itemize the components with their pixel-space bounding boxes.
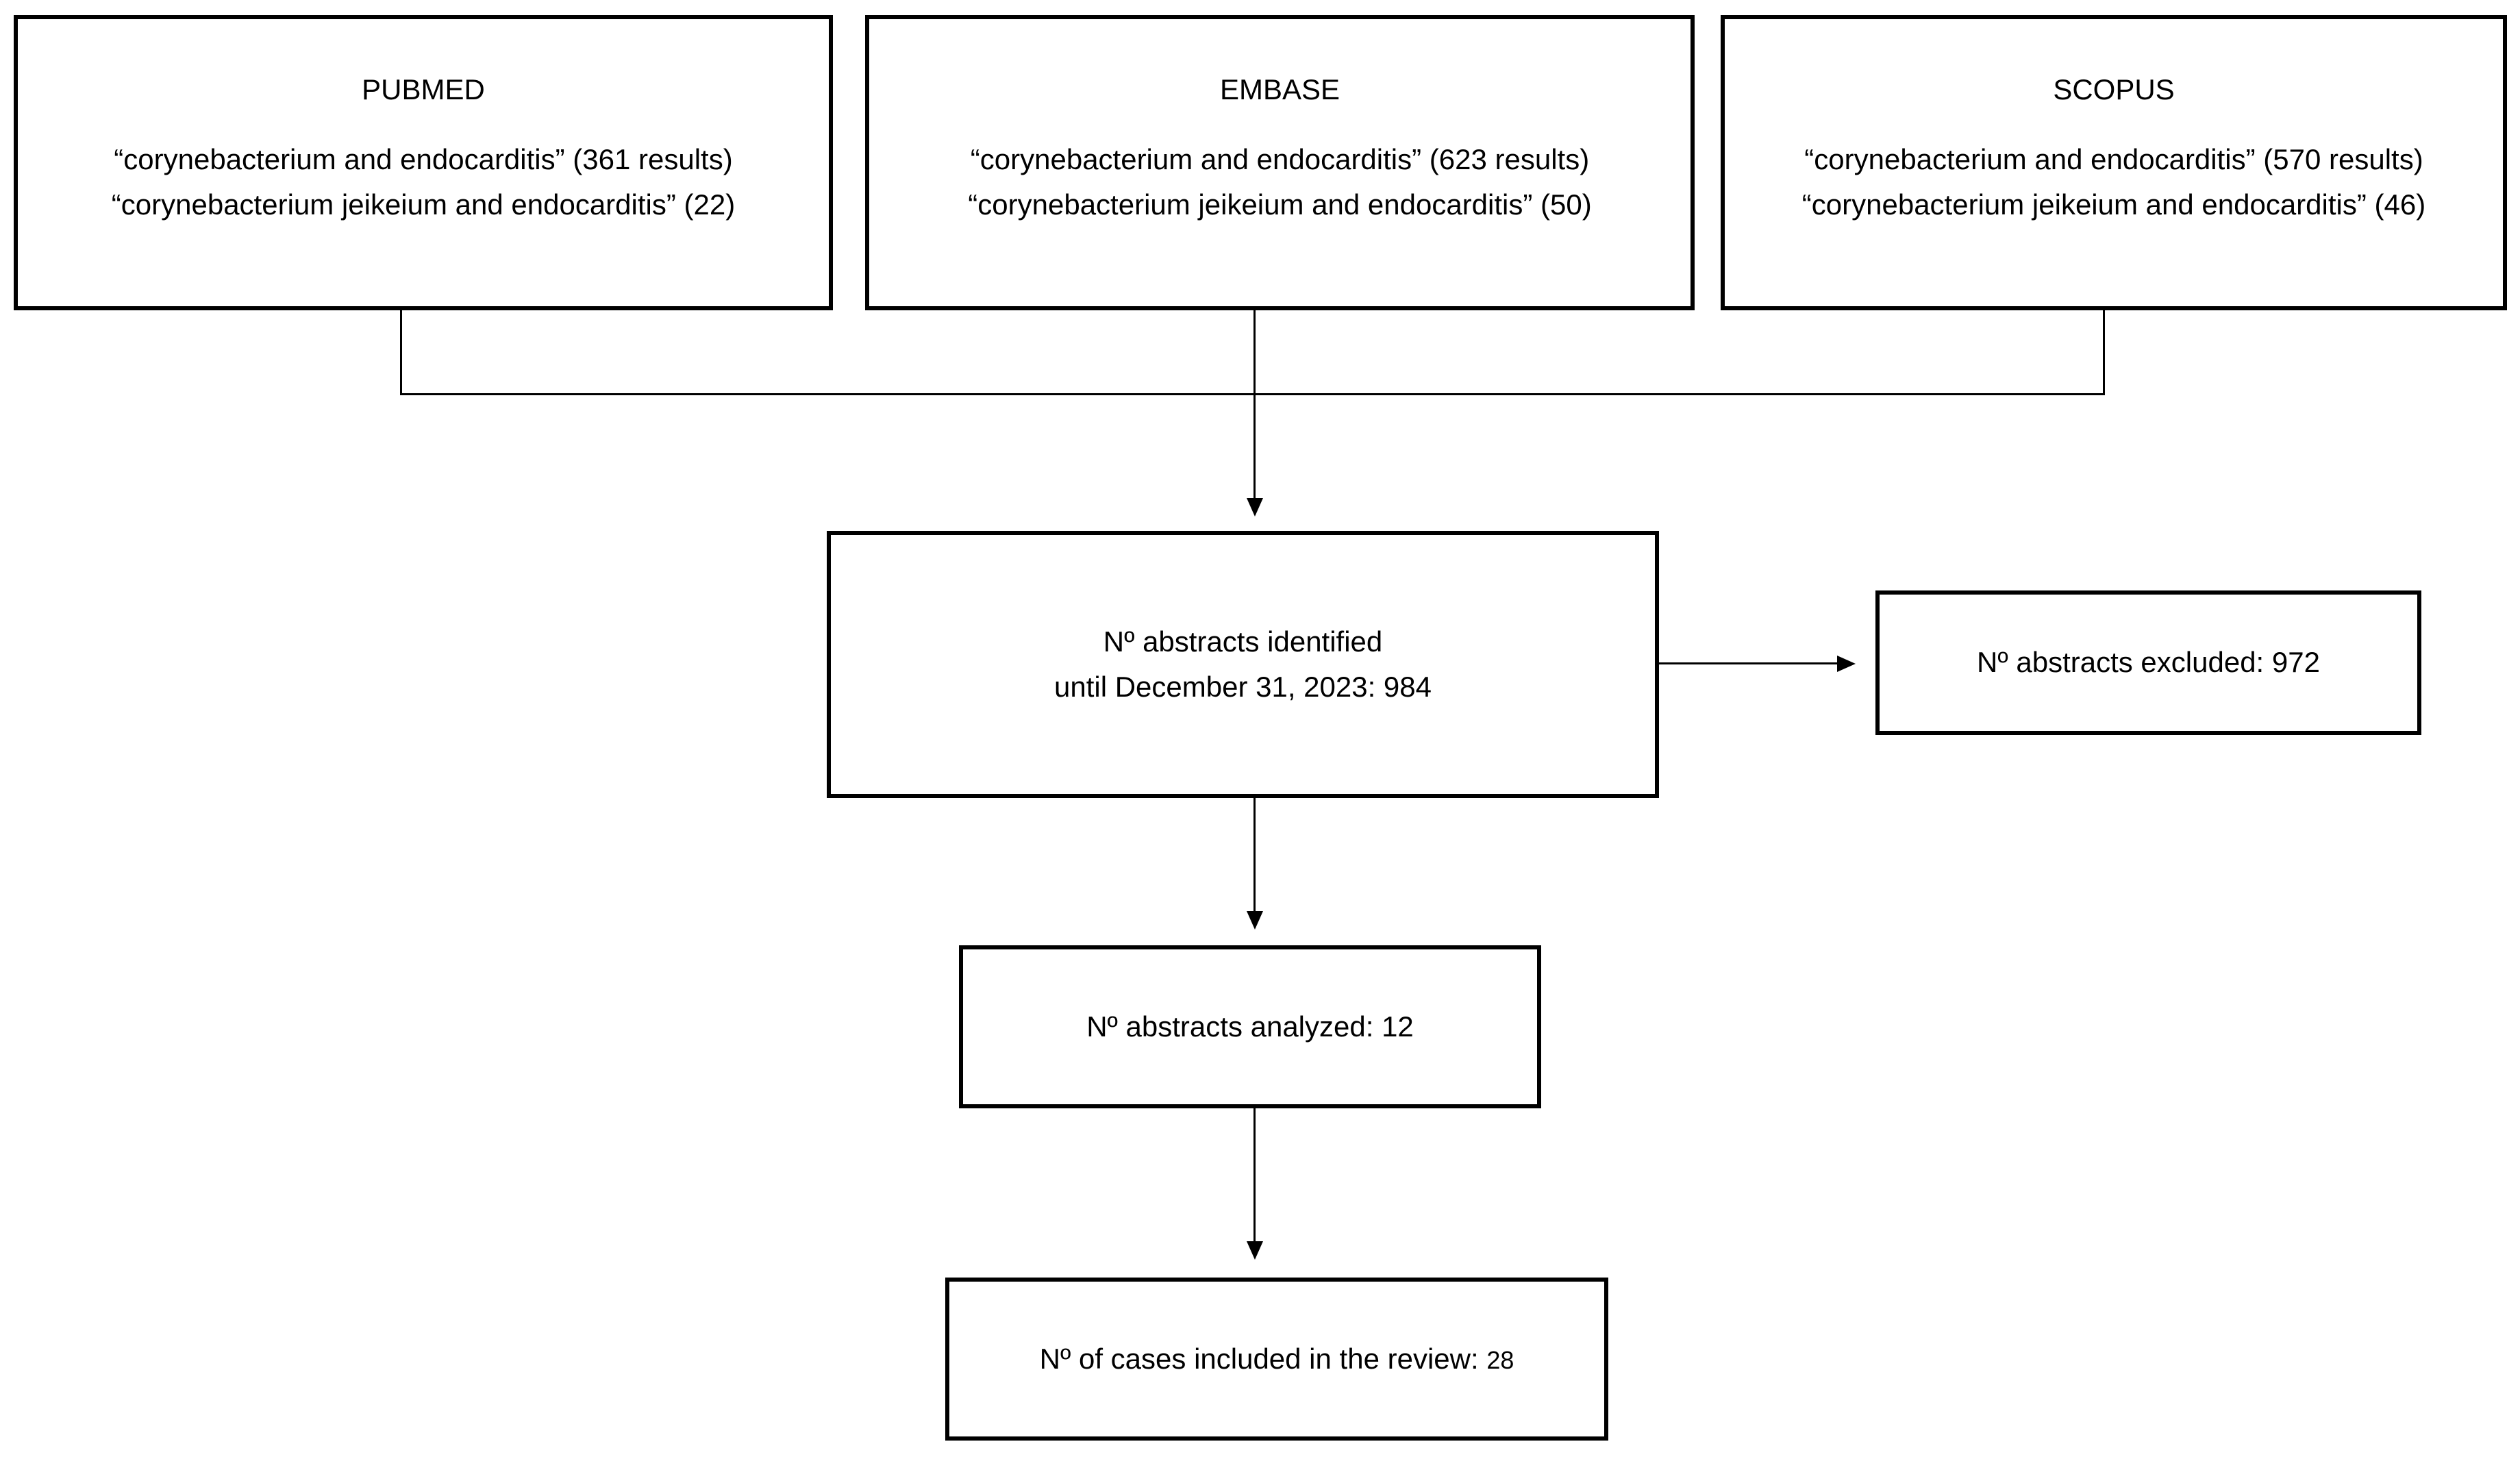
source-box-embase: EMBASE “corynebacterium and endocarditis…	[865, 15, 1695, 310]
connector-pubmed-stub	[400, 308, 402, 395]
included-count: 28	[1486, 1345, 1514, 1374]
excluded-box: Nº abstracts excluded: 972	[1875, 590, 2421, 735]
analyzed-box: Nº abstracts analyzed: 12	[959, 945, 1541, 1108]
query-line: “corynebacterium jeikeium and endocardit…	[1801, 188, 2426, 221]
source-box-scopus: SCOPUS “corynebacterium and endocarditis…	[1721, 15, 2507, 310]
source-queries-scopus: “corynebacterium and endocarditis” (570 …	[1802, 137, 2425, 227]
arrowhead-right-excluded	[1837, 656, 1856, 672]
arrowhead-down-identified	[1247, 498, 1263, 516]
source-queries-embase: “corynebacterium and endocarditis” (623 …	[968, 137, 1591, 227]
source-box-pubmed: PUBMED “corynebacterium and endocarditis…	[14, 15, 833, 310]
query-line: “corynebacterium and endocarditis” (361 …	[114, 143, 733, 175]
included-label-prefix: Nº of cases included in the review:	[1039, 1342, 1487, 1375]
arrowhead-down-included	[1247, 1241, 1263, 1260]
source-title-scopus: SCOPUS	[2053, 73, 2175, 105]
query-line: “corynebacterium and endocarditis” (570 …	[1804, 143, 2423, 175]
connector-scopus-stub	[2103, 308, 2105, 395]
identified-line1: Nº abstracts identified	[1103, 625, 1383, 658]
query-line: “corynebacterium jeikeium and endocardit…	[111, 188, 736, 221]
source-title-embase: EMBASE	[1219, 73, 1340, 105]
identified-line2: until December 31, 2023: 984	[1053, 671, 1432, 703]
query-line: “corynebacterium jeikeium and endocardit…	[968, 188, 1592, 221]
excluded-label: Nº abstracts excluded: 972	[1977, 646, 2320, 679]
connector-identified-to-excluded	[1659, 662, 1837, 664]
connector-join-rail	[400, 393, 2105, 395]
analyzed-label: Nº abstracts analyzed: 12	[1086, 1010, 1414, 1043]
included-box: Nº of cases included in the review: 28	[945, 1278, 1608, 1441]
source-title-pubmed: PUBMED	[362, 73, 485, 105]
connector-rail-to-identified	[1253, 393, 1256, 498]
connector-identified-to-analyzed	[1253, 797, 1256, 911]
source-queries-pubmed: “corynebacterium and endocarditis” (361 …	[112, 137, 735, 227]
connector-embase-stub	[1253, 308, 1256, 395]
connector-analyzed-to-included	[1253, 1107, 1256, 1241]
identified-box: Nº abstracts identified until December 3…	[827, 531, 1659, 798]
query-line: “corynebacterium and endocarditis” (623 …	[970, 143, 1590, 175]
arrowhead-down-analyzed	[1247, 911, 1263, 930]
included-label: Nº of cases included in the review: 28	[1040, 1341, 1514, 1378]
